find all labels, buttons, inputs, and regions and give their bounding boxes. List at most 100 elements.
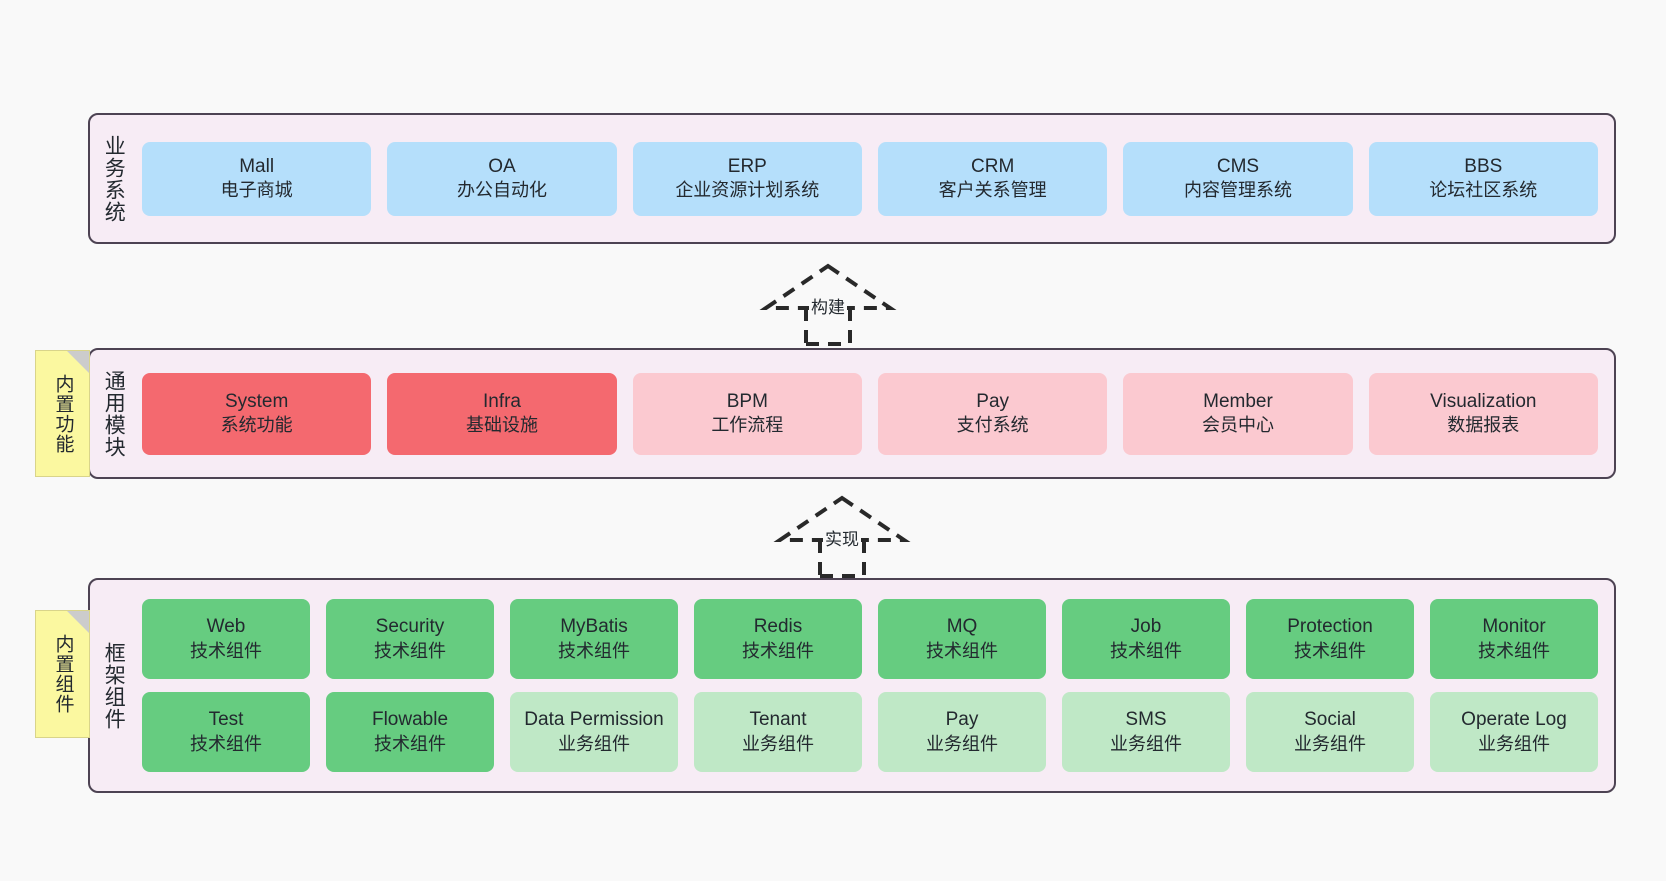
- module-desc: 基础设施: [465, 415, 538, 436]
- module-desc: 客户关系管理: [938, 180, 1047, 201]
- component-desc: 业务组件: [1110, 733, 1182, 754]
- layer-body-module: System 系统功能 Infra 基础设施 BPM 工作流程 Pay 支付系统…: [136, 350, 1614, 477]
- component-card-monitor[interactable]: Monitor 技术组件: [1430, 599, 1598, 679]
- component-desc: 技术组件: [1294, 640, 1366, 661]
- module-name: BBS: [1464, 155, 1503, 177]
- component-desc: 技术组件: [374, 640, 446, 661]
- component-card-tenant[interactable]: Tenant 业务组件: [694, 692, 862, 772]
- component-name: Pay: [945, 709, 979, 731]
- layer-row: System 系统功能 Infra 基础设施 BPM 工作流程 Pay 支付系统…: [142, 372, 1598, 455]
- component-name: MyBatis: [560, 616, 628, 638]
- component-card-operate-log[interactable]: Operate Log 业务组件: [1430, 692, 1598, 772]
- layer-body-frame: Web 技术组件 Security 技术组件 MyBatis 技术组件 Redi…: [136, 580, 1614, 791]
- layer-title-frame: 框架组件: [102, 641, 126, 730]
- layer-title-business: 业务系统: [102, 134, 126, 223]
- component-card-social[interactable]: Social 业务组件: [1246, 692, 1414, 772]
- module-desc: 支付系统: [956, 415, 1029, 436]
- generalization-arrow-build: 构建: [758, 262, 898, 346]
- module-card-infra[interactable]: Infra 基础设施: [387, 372, 617, 455]
- component-desc: 技术组件: [926, 640, 998, 661]
- component-desc: 业务组件: [558, 733, 630, 754]
- component-desc: 技术组件: [190, 640, 262, 661]
- module-name: System: [224, 390, 289, 412]
- component-desc: 技术组件: [374, 733, 446, 754]
- component-name: Test: [208, 709, 244, 731]
- component-name: Monitor: [1482, 616, 1546, 638]
- component-card-sms[interactable]: SMS 业务组件: [1062, 692, 1230, 772]
- module-card-pay[interactable]: Pay 支付系统: [877, 372, 1108, 455]
- module-desc: 系统功能: [220, 415, 293, 436]
- module-card-crm[interactable]: CRM 客户关系管理: [877, 141, 1108, 216]
- component-card-pay[interactable]: Pay 业务组件: [878, 692, 1046, 772]
- module-card-member[interactable]: Member 会员中心: [1123, 372, 1353, 455]
- folded-corner-icon: [67, 611, 89, 633]
- arrow-label-implement: 实现: [823, 525, 861, 550]
- component-name: Protection: [1287, 616, 1373, 638]
- layer-business-system: 业务系统 Mall 电子商城 OA 办公自动化 ERP 企业资源计划系统 CRM…: [88, 113, 1616, 244]
- component-card-test[interactable]: Test 技术组件: [142, 692, 310, 772]
- component-card-security[interactable]: Security 技术组件: [326, 599, 494, 679]
- module-card-erp[interactable]: ERP 企业资源计划系统: [632, 141, 862, 216]
- module-card-system[interactable]: System 系统功能: [142, 372, 372, 455]
- component-name: Flowable: [371, 709, 449, 731]
- module-desc: 会员中心: [1201, 415, 1274, 436]
- module-desc: 企业资源计划系统: [675, 180, 820, 201]
- component-card-protection[interactable]: Protection 技术组件: [1246, 599, 1414, 679]
- module-card-mall[interactable]: Mall 电子商城: [142, 141, 372, 216]
- module-card-visualization[interactable]: Visualization 数据报表: [1368, 372, 1598, 455]
- layer-body-business: Mall 电子商城 OA 办公自动化 ERP 企业资源计划系统 CRM 客户关系…: [136, 115, 1614, 242]
- component-name: MQ: [946, 616, 978, 638]
- component-name: Operate Log: [1461, 709, 1567, 731]
- component-card-web[interactable]: Web 技术组件: [142, 599, 310, 679]
- component-card-data-permission[interactable]: Data Permission 业务组件: [510, 692, 678, 772]
- component-name: Tenant: [749, 709, 807, 731]
- component-desc: 业务组件: [742, 733, 814, 754]
- module-name: Member: [1203, 390, 1273, 412]
- sticky-note-label: 内置组件: [52, 634, 74, 714]
- module-desc: 办公自动化: [456, 180, 547, 201]
- component-desc: 技术组件: [1478, 640, 1550, 661]
- module-name: OA: [488, 155, 516, 177]
- module-desc: 工作流程: [711, 415, 784, 436]
- module-name: Visualization: [1430, 390, 1537, 412]
- component-name: SMS: [1125, 709, 1167, 731]
- module-name: Infra: [482, 390, 521, 412]
- layer-framework-component: 框架组件 Web 技术组件 Security 技术组件 MyBatis 技术组件…: [88, 578, 1616, 793]
- module-desc: 数据报表: [1447, 415, 1520, 436]
- module-card-cms[interactable]: CMS 内容管理系统: [1123, 141, 1353, 216]
- layer-title-module: 通用模块: [102, 369, 126, 458]
- module-desc: 电子商城: [220, 180, 293, 201]
- module-desc: 内容管理系统: [1183, 180, 1292, 201]
- module-name: BPM: [726, 390, 768, 412]
- sticky-note-label: 内置功能: [52, 373, 74, 454]
- component-desc: 业务组件: [926, 733, 998, 754]
- module-name: CRM: [971, 155, 1015, 177]
- module-card-bbs[interactable]: BBS 论坛社区系统: [1368, 141, 1598, 216]
- module-name: CMS: [1216, 155, 1260, 177]
- module-card-oa[interactable]: OA 办公自动化: [387, 141, 617, 216]
- component-desc: 技术组件: [1110, 640, 1182, 661]
- component-card-mq[interactable]: MQ 技术组件: [878, 599, 1046, 679]
- arrow-label-build: 构建: [809, 293, 847, 318]
- layer-row: Test 技术组件 Flowable 技术组件 Data Permission …: [142, 692, 1598, 772]
- layer-row: Web 技术组件 Security 技术组件 MyBatis 技术组件 Redi…: [142, 599, 1598, 679]
- component-desc: 技术组件: [742, 640, 814, 661]
- component-desc: 业务组件: [1294, 733, 1366, 754]
- component-card-mybatis[interactable]: MyBatis 技术组件: [510, 599, 678, 679]
- module-name: Mall: [239, 155, 275, 177]
- component-card-job[interactable]: Job 技术组件: [1062, 599, 1230, 679]
- component-name: Data Permission: [524, 709, 664, 731]
- folded-corner-icon: [67, 351, 89, 373]
- component-name: Web: [206, 616, 246, 638]
- component-desc: 业务组件: [1478, 733, 1550, 754]
- layer-row: Mall 电子商城 OA 办公自动化 ERP 企业资源计划系统 CRM 客户关系…: [142, 141, 1598, 216]
- component-card-redis[interactable]: Redis 技术组件: [694, 599, 862, 679]
- component-desc: 技术组件: [558, 640, 630, 661]
- module-card-bpm[interactable]: BPM 工作流程: [632, 372, 862, 455]
- sticky-note-builtin-functions: 内置功能: [35, 350, 90, 477]
- component-card-flowable[interactable]: Flowable 技术组件: [326, 692, 494, 772]
- component-name: Security: [375, 616, 445, 638]
- module-name: ERP: [727, 155, 767, 177]
- component-name: Social: [1304, 709, 1356, 731]
